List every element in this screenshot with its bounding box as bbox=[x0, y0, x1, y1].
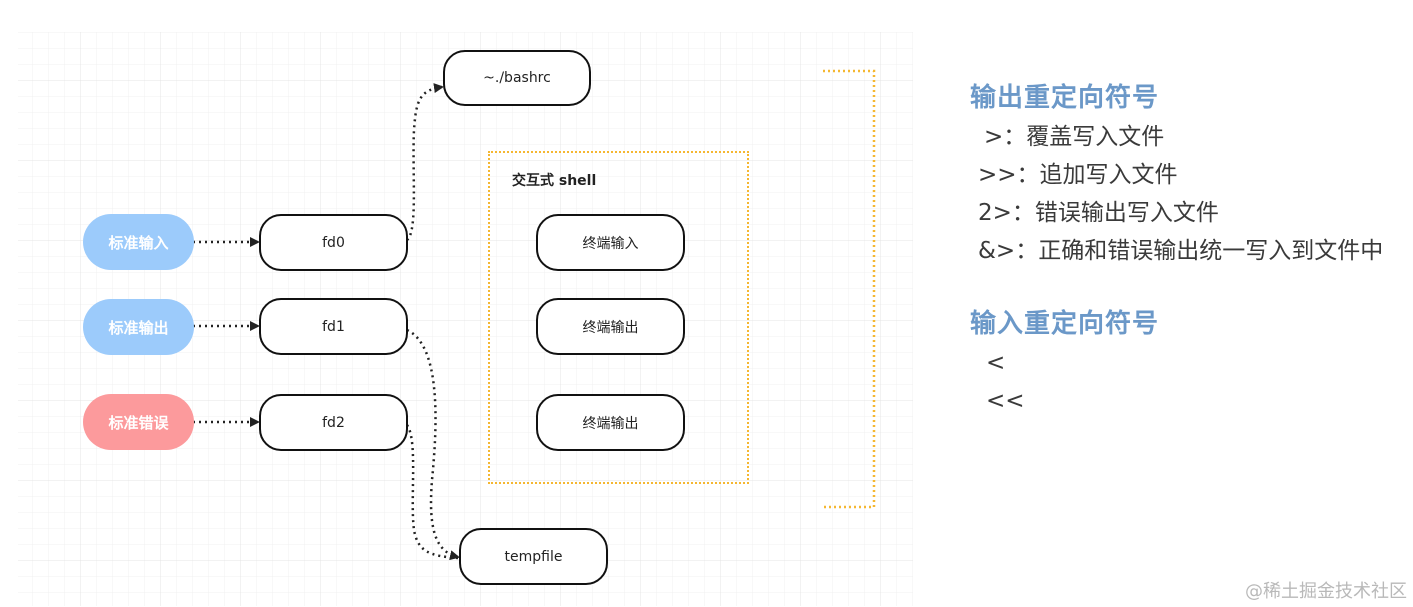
redirect-separator: ： bbox=[1011, 200, 1035, 226]
bashrc-node: ~./bashrc bbox=[443, 50, 591, 106]
terminal-output-node: 终端输出 bbox=[536, 298, 685, 355]
tempfile-node: tempfile bbox=[459, 528, 608, 585]
output-redirect-item: >>：追加写入文件 bbox=[970, 156, 1410, 194]
redirect-symbol: > bbox=[984, 124, 1004, 150]
fd1-to-tempfile-arrow bbox=[406, 328, 460, 561]
fd0-to-bashrc-arrow bbox=[406, 83, 444, 242]
stdout-node: 标准输出 bbox=[83, 299, 194, 355]
redirect-symbol: >> bbox=[978, 162, 1017, 188]
stdin-node: 标准输入 bbox=[83, 214, 194, 270]
terminal-input-node: 终端输入 bbox=[536, 214, 685, 271]
redirect-separator: ： bbox=[1015, 238, 1039, 264]
fd2-to-tempfile-arrow bbox=[405, 424, 459, 560]
fd0-node: fd0 bbox=[259, 214, 408, 271]
output-redirect-heading: 输出重定向符号 bbox=[970, 83, 1160, 113]
redirect-description: 正确和错误输出统一写入到文件中 bbox=[1038, 238, 1384, 264]
redirect-separator: ： bbox=[1003, 124, 1027, 150]
input-redirect-item: < bbox=[986, 350, 1006, 376]
fd2-node: fd2 bbox=[259, 394, 408, 451]
input-redirect-item: << bbox=[986, 388, 1025, 414]
redirect-separator: ： bbox=[1016, 162, 1040, 188]
input-redirect-heading: 输入重定向符号 bbox=[970, 309, 1160, 339]
redirect-symbol: 2> bbox=[978, 200, 1012, 226]
output-redirect-item: &>：正确和错误输出统一写入到文件中 bbox=[970, 232, 1410, 270]
output-redirect-item: >：覆盖写入文件 bbox=[970, 118, 1410, 156]
shell-label: 交互式 shell bbox=[512, 173, 597, 189]
terminal-output-node: 终端输出 bbox=[536, 394, 685, 451]
redirect-legend: 输出重定向符号 >：覆盖写入文件 >>：追加写入文件 2>：错误输出写入文件 &… bbox=[970, 78, 1410, 420]
redirect-description: 错误输出写入文件 bbox=[1034, 200, 1219, 226]
shell-bracket bbox=[823, 69, 876, 509]
interactive-shell-group bbox=[488, 151, 749, 484]
fd1-node: fd1 bbox=[259, 298, 408, 355]
output-redirect-item: 2>：错误输出写入文件 bbox=[970, 194, 1410, 232]
redirect-description: 追加写入文件 bbox=[1039, 162, 1178, 188]
redirect-symbol: &> bbox=[978, 238, 1016, 264]
watermark: @稀土掘金技术社区 bbox=[1245, 581, 1407, 602]
redirect-description: 覆盖写入文件 bbox=[1026, 124, 1165, 150]
stderr-node: 标准错误 bbox=[83, 394, 194, 450]
